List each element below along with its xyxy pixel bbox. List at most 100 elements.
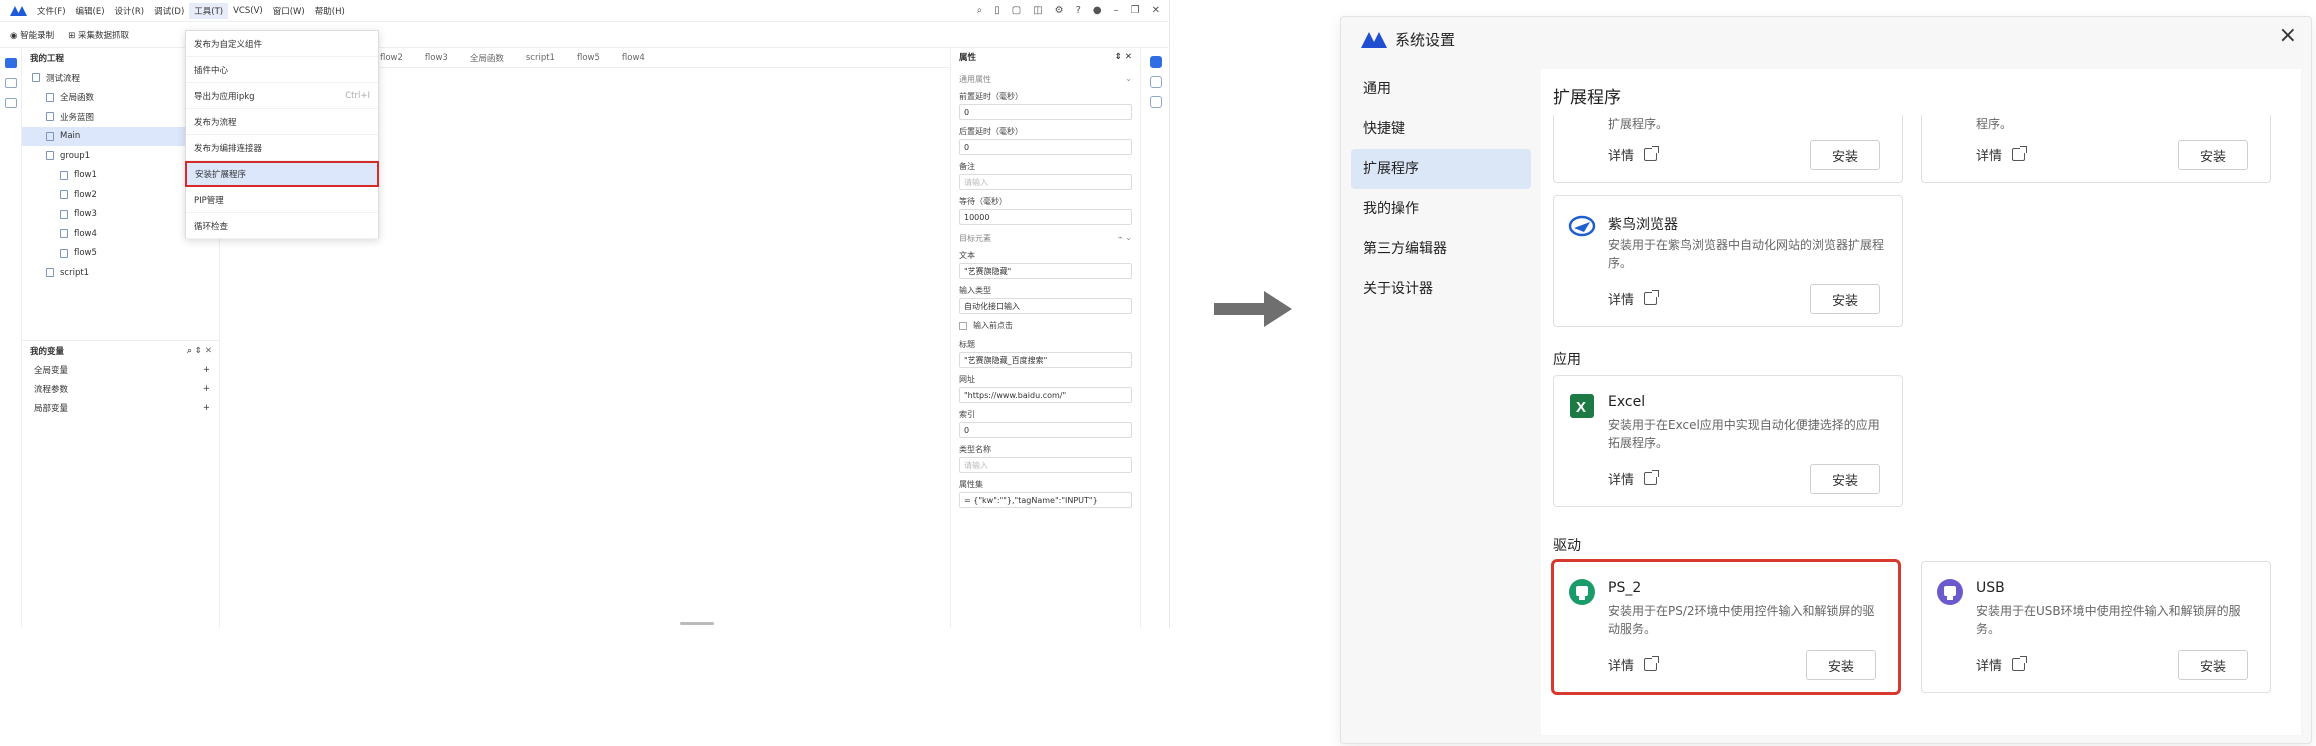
menu-debug[interactable]: 调试(D) [154, 6, 185, 17]
menu-tools[interactable]: 工具(T) [189, 2, 229, 19]
sidebar-item[interactable]: 第三方编辑器 [1363, 241, 1447, 257]
sidebar-item[interactable]: 关于设计器 [1363, 281, 1433, 297]
menu-file[interactable]: 文件(F) [37, 6, 66, 17]
tree-item[interactable]: flow2 [22, 185, 219, 205]
install-button[interactable]: 安装 [1806, 650, 1876, 680]
layout-icon[interactable]: ▯ [994, 5, 1000, 16]
app-logo-icon [1361, 31, 1387, 48]
editor-tab[interactable]: flow2 [380, 52, 403, 63]
editor-tab[interactable]: flow4 [621, 52, 645, 63]
file-icon [60, 170, 68, 180]
editor-tab[interactable]: flow3 [424, 52, 448, 63]
help-icon[interactable]: ? [1075, 5, 1081, 16]
tree-item[interactable]: 测试流程 [22, 68, 219, 88]
dropdown-item[interactable]: 发布为编排连接器 [186, 135, 378, 161]
layers-icon[interactable] [1150, 76, 1162, 88]
section-general-label: 通用属性 [959, 75, 991, 84]
editor-tab[interactable]: script1 [525, 52, 555, 63]
install-button[interactable]: 安装 [2178, 650, 2248, 680]
checkbox[interactable] [959, 321, 967, 330]
tree-item[interactable]: flow4 [22, 224, 219, 244]
dropdown-item[interactable]: 循环检查 [186, 213, 378, 239]
settings-icon[interactable] [1150, 96, 1162, 108]
target-fields: 文本"艺赛旗隐藏"输入类型自动化接口输入输入前点击标题"艺赛旗隐藏_百度搜索"网… [951, 244, 1140, 508]
detail-link[interactable]: 详情 [1608, 469, 1660, 488]
menu-design[interactable]: 设计(R) [114, 6, 145, 17]
editor-tab[interactable]: 全局函数 [469, 53, 504, 64]
detail-link[interactable]: 详情 [1608, 289, 1660, 308]
tree-item[interactable]: 全局函数 [22, 88, 219, 108]
sidebar-item[interactable]: 我的操作 [1363, 201, 1419, 217]
dropdown-item[interactable]: 发布为自定义组件 [186, 31, 378, 57]
avatar[interactable]: ● [1092, 5, 1102, 16]
checkbox-row[interactable]: 输入前点击 [951, 314, 1140, 333]
sidebar-item[interactable]: 通用 [1363, 81, 1391, 97]
property-input[interactable]: 0 [959, 422, 1132, 438]
var-row-params[interactable]: 流程参数+ [22, 379, 220, 398]
add-icon[interactable]: + [202, 364, 210, 375]
record-button[interactable]: ◉ 智能录制 [10, 30, 55, 41]
tree-item[interactable]: flow1 [22, 166, 219, 186]
tree-item[interactable]: group1 [22, 146, 219, 166]
property-input[interactable]: 0 [959, 139, 1132, 155]
editor-tab[interactable]: flow5 [576, 52, 600, 63]
restore-icon[interactable]: ❐ [1130, 5, 1140, 16]
dropdown-item[interactable]: 安装扩展程序 [185, 161, 379, 187]
add-icon[interactable]: + [202, 402, 210, 413]
property-input[interactable]: 10000 [959, 209, 1132, 225]
property-input[interactable]: "艺赛旗隐藏_百度搜索" [959, 352, 1132, 368]
property-input[interactable]: "艺赛旗隐藏" [959, 263, 1132, 279]
property-input[interactable]: = {"kw":""},"tagName":"INPUT"} [959, 492, 1132, 508]
menu-help[interactable]: 帮助(H) [314, 6, 345, 17]
chevron-down-icon[interactable]: ⌄ [1125, 74, 1132, 83]
dropdown-item[interactable]: PIP管理 [186, 187, 378, 213]
menu-vcs[interactable]: VCS(V) [233, 5, 263, 16]
search-icon[interactable]: ⌕ [976, 5, 983, 16]
detail-link[interactable]: 详情 [1608, 145, 1660, 164]
install-button[interactable]: 安装 [2178, 140, 2248, 170]
variables-tools-icon[interactable]: ⌕ ⇕ ✕ [187, 345, 212, 356]
detail-label: 详情 [1608, 293, 1635, 308]
component-icon[interactable] [5, 78, 17, 88]
project-icon[interactable] [5, 58, 17, 68]
menu-edit[interactable]: 编辑(E) [75, 6, 105, 17]
properties-icon[interactable] [1150, 56, 1162, 68]
sidebar-item[interactable]: 扩展程序 [1351, 149, 1531, 189]
property-input[interactable]: 自动化接口输入 [959, 298, 1132, 314]
var-row-local[interactable]: 局部变量+ [22, 398, 220, 417]
split-icon[interactable]: ◫ [1033, 5, 1043, 16]
detail-link[interactable]: 详情 [1976, 655, 2028, 674]
property-input[interactable]: 0 [959, 104, 1132, 120]
tree-item[interactable]: 业务蓝图 [22, 107, 219, 127]
property-input[interactable]: 请输入 [959, 457, 1132, 473]
tree-item[interactable]: Main [22, 126, 219, 146]
panel-icon[interactable]: ▢ [1011, 5, 1022, 16]
link-icon[interactable]: ⌁ ⌄ [1117, 233, 1132, 242]
install-button[interactable]: 安装 [1810, 284, 1880, 314]
var-row-global[interactable]: 全局变量+ [22, 360, 220, 379]
tree-item[interactable]: flow5 [22, 244, 219, 264]
property-input[interactable]: 请输入 [959, 174, 1132, 190]
tree-item[interactable]: flow3 [22, 205, 219, 225]
menu-window[interactable]: 窗口(W) [272, 6, 305, 17]
add-icon[interactable]: + [202, 383, 210, 394]
detail-link[interactable]: 详情 [1976, 145, 2028, 164]
tree-item[interactable]: script1 [22, 263, 219, 283]
settings-icon[interactable]: ⚙ [1054, 5, 1064, 16]
resize-handle[interactable] [680, 622, 714, 625]
dropdown-item[interactable]: 发布为流程 [186, 109, 378, 135]
property-input[interactable]: "https://www.baidu.com/" [959, 387, 1132, 403]
detail-link[interactable]: 详情 [1608, 655, 1660, 674]
minimize-icon[interactable]: – [1113, 5, 1119, 16]
dropdown-item[interactable]: 插件中心 [186, 57, 378, 83]
data-icon[interactable] [5, 98, 17, 108]
close-icon[interactable]: ✕ [1151, 5, 1160, 16]
sidebar-item[interactable]: 快捷键 [1363, 121, 1405, 137]
grab-button[interactable]: ⊞ 采集数据抓取 [68, 30, 129, 41]
install-button[interactable]: 安装 [1810, 140, 1880, 170]
properties-tools-icon[interactable]: ⇕ ✕ [1114, 52, 1132, 62]
close-icon[interactable]: × [2278, 23, 2297, 48]
install-button[interactable]: 安装 [1810, 464, 1880, 494]
excel-icon: X [1570, 394, 1594, 418]
